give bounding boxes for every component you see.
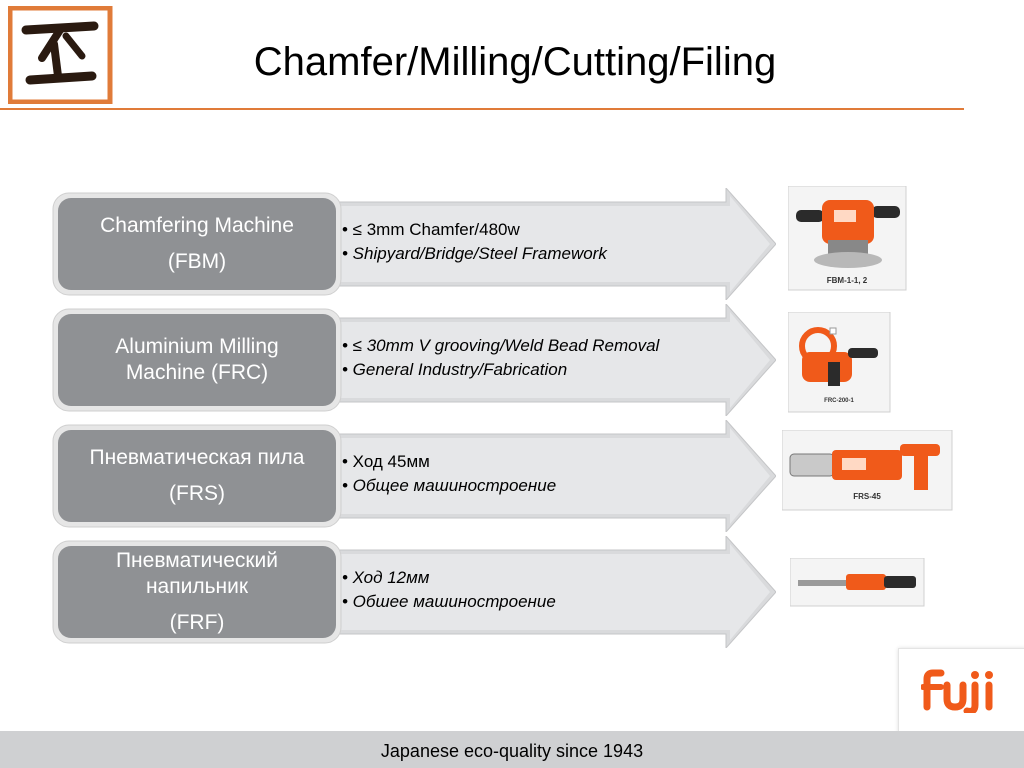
product-features: • ≤ 30mm V grooving/Weld Bead Removal • … (342, 334, 742, 382)
product-row-frc: Aluminium Milling Machine (FRC) • ≤ 30mm… (0, 304, 1024, 422)
photo-caption: FRS-45 (853, 492, 881, 501)
fuji-logo-icon (921, 669, 993, 713)
feature-application: • General Industry/Fabrication (342, 360, 568, 379)
product-features: • Ход 12мм • Обшее машиностроение (342, 566, 742, 614)
label-box (52, 192, 342, 296)
feature-spec: • ≤ 3mm Chamfer/480w (342, 220, 520, 239)
page-title: Chamfer/Milling/Cutting/Filing (253, 40, 777, 84)
title-divider (0, 108, 964, 110)
arrow-shape (296, 188, 776, 300)
product-row-frf: Пневматический напильник (FRF) • Ход 12м… (0, 536, 1024, 654)
product-row-fbm: Chamfering Machine (FBM) • ≤ 3mm Chamfer… (0, 185, 1024, 306)
feature-application: • Shipyard/Bridge/Steel Framework (342, 244, 607, 263)
photo-caption: FRC-200-1 (824, 398, 854, 404)
feature-spec: • Ход 45мм (342, 452, 430, 471)
product-name: Пневматическая пила (FRS) (89, 446, 305, 505)
product-row-frs: Пневматическая пила (FRS) • Ход 45мм • О… (0, 420, 1024, 538)
feature-application: • Общее машиностроение (342, 476, 557, 495)
arrow-shape (296, 420, 776, 532)
product-name: Aluminium Milling Machine (FRC) (115, 335, 279, 384)
logo (7, 5, 114, 105)
brand-logo (898, 648, 1024, 734)
product-features: • Ход 45мм • Общее машиностроение (342, 450, 742, 498)
product-photo-fbm: FBM-1-1, 2 (787, 185, 908, 299)
label-box (52, 540, 342, 644)
feature-spec: • Ход 12мм (342, 568, 430, 587)
footer-text: Japanese eco-quality since 1943 (380, 741, 644, 761)
product-photo-frc: FRC-200-1 (787, 311, 892, 421)
product-features: • ≤ 3mm Chamfer/480w • Shipyard/Bridge/S… (342, 218, 742, 266)
arrow-shape (296, 304, 776, 416)
photo-caption: FBM-1-1, 2 (826, 276, 868, 285)
product-name: Пневматический напильник (FRF) (115, 549, 279, 634)
footer-bar (0, 731, 1024, 768)
feature-application: • Обшее машиностроение (342, 592, 556, 611)
label-box (52, 424, 342, 528)
product-photo-frs: FRS-45 (781, 429, 954, 519)
product-photo-frf (789, 557, 926, 615)
feature-spec: • ≤ 30mm V grooving/Weld Bead Removal (342, 336, 660, 355)
product-name: Chamfering Machine (FBM) (100, 214, 294, 273)
arrow-shape (296, 536, 776, 648)
label-box (52, 308, 342, 412)
